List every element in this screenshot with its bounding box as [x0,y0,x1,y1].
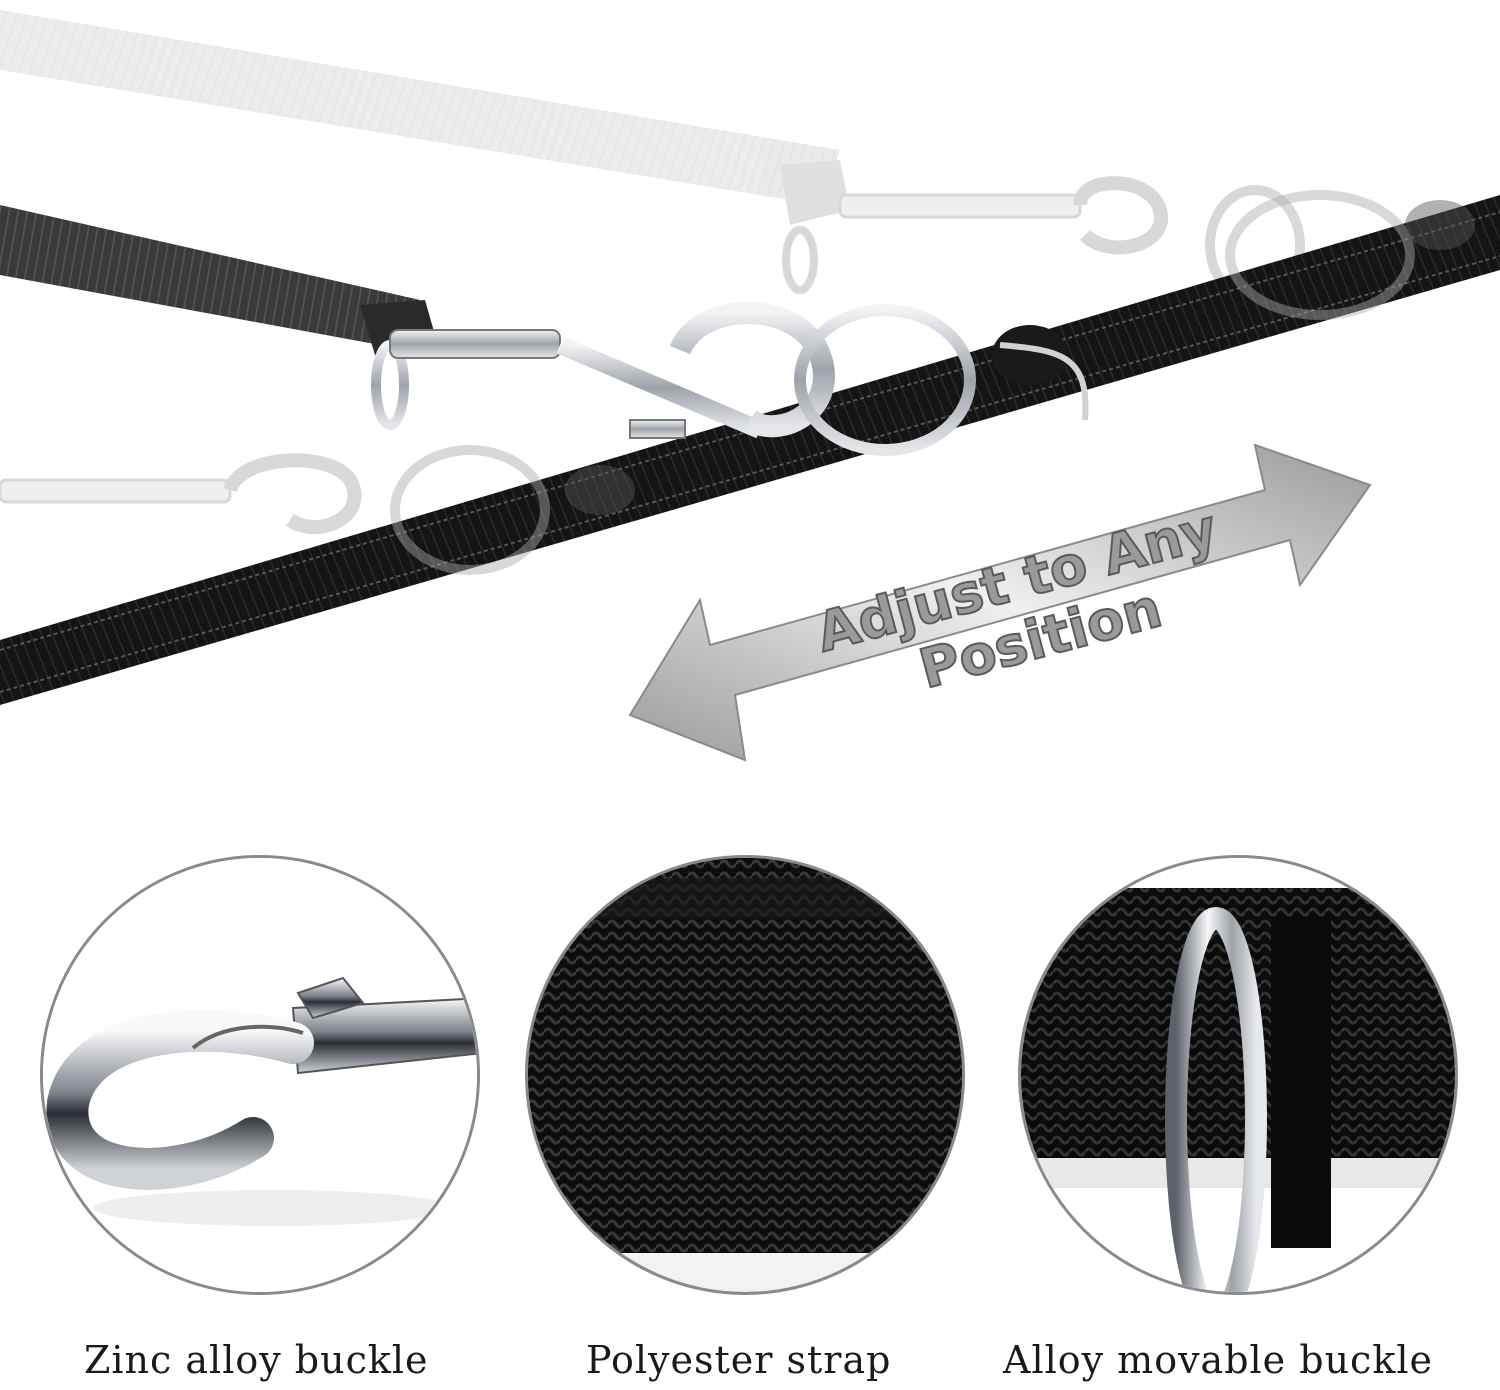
hero-illustration: Adjust to Any Position [0,10,1500,762]
grey-leash [0,205,420,345]
caption-alloy-movable-buckle: Alloy movable buckle [1003,1338,1434,1382]
detail-alloy-movable-buckle [1018,855,1458,1295]
faded-top-leash [0,10,1305,305]
o-ring-closeup-icon [1021,858,1455,1292]
snap-hook-closeup-icon [43,858,477,1292]
middle-o-ring [794,304,976,456]
detail-zinc-buckle [40,855,480,1295]
faded-right-o-ring [1225,190,1475,320]
caption-polyester-strap: Polyester strap [586,1338,892,1382]
caption-zinc-alloy-buckle: Zinc alloy buckle [84,1338,429,1382]
webbing-texture-closeup-icon [528,858,962,1292]
detail-polyester-strap [525,855,965,1295]
leash-adjustment-illustration: Adjust to Any Position [0,10,1500,762]
middle-snap-hook [371,302,835,439]
faded-left-snap-hook [0,445,635,575]
adjust-double-arrow [628,443,1372,762]
